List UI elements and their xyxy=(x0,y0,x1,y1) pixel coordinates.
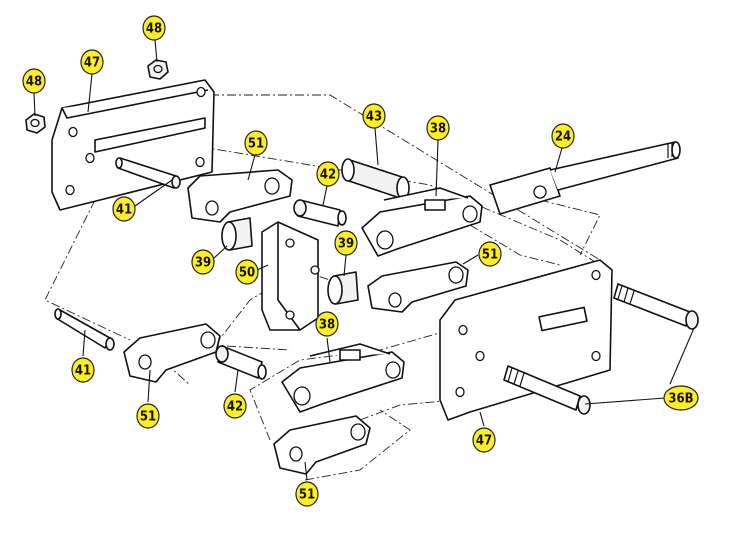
callout-50: 50 xyxy=(235,259,259,285)
callout-label: 41 xyxy=(75,364,91,379)
callout-51: 51 xyxy=(295,481,319,507)
callout-38: 38 xyxy=(315,311,339,337)
socket-bolt-lower xyxy=(503,365,591,415)
callout-badge xyxy=(472,427,496,453)
callout-41: 41 xyxy=(112,196,136,222)
pin-lower xyxy=(54,308,115,351)
callout-badge xyxy=(316,161,340,187)
callouts: 48 47 48 51 43 38 24 42 41 39 50 39 51 41 38 42 51 36B 47 5… xyxy=(22,15,699,507)
callout-39: 39 xyxy=(334,230,358,256)
callout-badge xyxy=(112,196,136,222)
callout-badge xyxy=(80,49,104,75)
callout-36b: 36B xyxy=(663,385,699,411)
callout-label: 48 xyxy=(26,75,42,90)
link-arm-right xyxy=(367,261,469,313)
callout-label: 50 xyxy=(239,266,255,281)
callout-label: 47 xyxy=(84,56,100,71)
center-bracket xyxy=(261,221,320,331)
callout-label: 39 xyxy=(195,256,211,271)
callout-label: 51 xyxy=(299,488,315,503)
callout-label: 48 xyxy=(146,22,162,37)
callout-badge xyxy=(22,68,46,94)
callout-43: 43 xyxy=(362,103,386,129)
callout-badge xyxy=(136,403,160,429)
callout-51: 51 xyxy=(244,130,268,156)
leader-lines xyxy=(33,39,695,481)
main-shaft xyxy=(489,141,681,215)
callout-label: 51 xyxy=(482,248,498,263)
callout-label: 51 xyxy=(248,137,264,152)
callout-badge xyxy=(551,123,575,149)
callout-label: 39 xyxy=(338,237,354,252)
callout-badge xyxy=(142,15,166,41)
callout-badge xyxy=(362,103,386,129)
callout-label: 42 xyxy=(227,400,243,415)
callout-48: 48 xyxy=(142,15,166,41)
callout-42: 42 xyxy=(223,393,247,419)
bushing-right xyxy=(327,271,359,305)
callout-24: 24 xyxy=(551,123,575,149)
callout-39: 39 xyxy=(191,249,215,275)
callout-badge xyxy=(235,259,259,285)
clevis-bottom xyxy=(281,343,405,413)
bushing-left xyxy=(221,217,253,251)
clevis-top xyxy=(361,187,483,257)
callout-label: 38 xyxy=(319,318,335,333)
callout-badge xyxy=(426,115,450,141)
callout-47: 47 xyxy=(472,427,496,453)
callout-label: 51 xyxy=(140,410,156,425)
callout-badge xyxy=(244,130,268,156)
callout-badge xyxy=(334,230,358,256)
callout-badge xyxy=(191,249,215,275)
mounting-plate-lower xyxy=(439,259,613,421)
callout-42: 42 xyxy=(316,161,340,187)
callout-badge xyxy=(478,241,502,267)
pin-upper xyxy=(115,157,181,189)
link-arm-left xyxy=(123,323,221,383)
callout-label: 24 xyxy=(555,130,571,145)
callout-badge xyxy=(315,311,339,337)
roller-sleeve xyxy=(341,158,410,200)
callout-label: 41 xyxy=(116,203,132,218)
hex-nut-left xyxy=(25,113,46,134)
callout-label: 47 xyxy=(476,434,492,449)
callout-48: 48 xyxy=(22,68,46,94)
link-arm-top xyxy=(187,169,293,223)
hex-nut-top xyxy=(147,59,169,80)
callout-badge xyxy=(71,357,95,383)
callout-badge xyxy=(295,481,319,507)
callout-label: 43 xyxy=(366,110,382,125)
callout-41: 41 xyxy=(71,357,95,383)
socket-bolt-upper xyxy=(613,283,699,330)
callout-51: 51 xyxy=(136,403,160,429)
callout-label: 36B xyxy=(668,392,693,407)
callout-51: 51 xyxy=(478,241,502,267)
stud-pin-top xyxy=(293,199,347,227)
callout-badge xyxy=(223,393,247,419)
callout-label: 42 xyxy=(320,168,336,183)
link-arm-bottom xyxy=(273,415,371,475)
callout-label: 38 xyxy=(430,122,446,137)
callout-38: 38 xyxy=(426,115,450,141)
callout-47: 47 xyxy=(80,49,104,75)
stud-pin-bottom xyxy=(215,345,267,380)
callout-badge xyxy=(663,385,699,411)
